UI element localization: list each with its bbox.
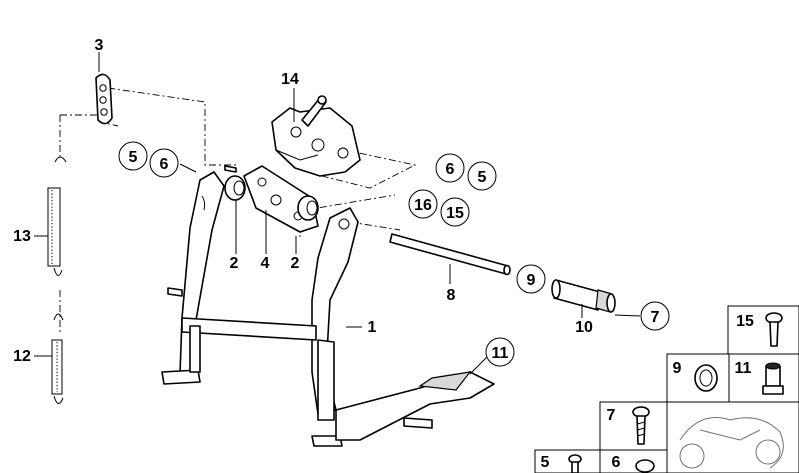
callout-12: 12 [13,348,31,365]
callout-labels: 3 14 13 12 2 4 2 1 8 10 [13,37,593,365]
motorcycle-sketch-icon [679,417,784,469]
table-cell-11: 11 [735,360,752,377]
callout-6a: 6 [160,156,169,173]
spring-13 [47,156,67,276]
part-3-plate [95,73,113,125]
callout-15: 15 [446,205,464,222]
callout-2b: 2 [291,255,300,272]
callout-16: 16 [414,197,432,214]
washer-icon [694,364,718,392]
callout-14: 14 [281,71,299,88]
callout-6b: 6 [446,161,455,178]
callout-9: 9 [527,272,536,289]
callout-10: 10 [575,319,593,336]
assembly-lines [59,87,417,335]
callout-3: 3 [95,37,104,54]
parts-table: 15 9 11 7 [534,305,799,473]
nut-icon [635,459,655,473]
callout-5b: 5 [478,169,487,186]
bushings-2 [224,165,319,221]
callout-7: 7 [651,309,660,326]
callout-1: 1 [368,319,377,336]
rubber-stop-icon [762,362,784,395]
spring-12 [51,313,64,404]
small-screw-icon [568,454,582,473]
bolt-icon [632,406,650,445]
callout-8: 8 [447,287,456,304]
table-cell-7: 7 [607,407,616,424]
table-cell-15: 15 [736,313,754,330]
table-cell-6: 6 [612,454,621,471]
callout-11: 11 [492,345,509,362]
table-cell-9: 9 [673,360,682,377]
callout-2a: 2 [230,255,239,272]
callout-5a: 5 [129,149,138,166]
part-10-pin [551,279,616,313]
leader-lines [34,52,641,375]
part-1-main-stand [161,171,495,447]
callout-13: 13 [13,228,31,245]
circled-callouts: 5 6 6 5 16 15 9 7 11 [118,141,670,367]
part-14-bracket [271,95,361,177]
part-8-rod [389,233,511,276]
callout-4: 4 [261,255,270,272]
table-cell-5: 5 [541,454,550,471]
screw-icon [765,312,783,347]
